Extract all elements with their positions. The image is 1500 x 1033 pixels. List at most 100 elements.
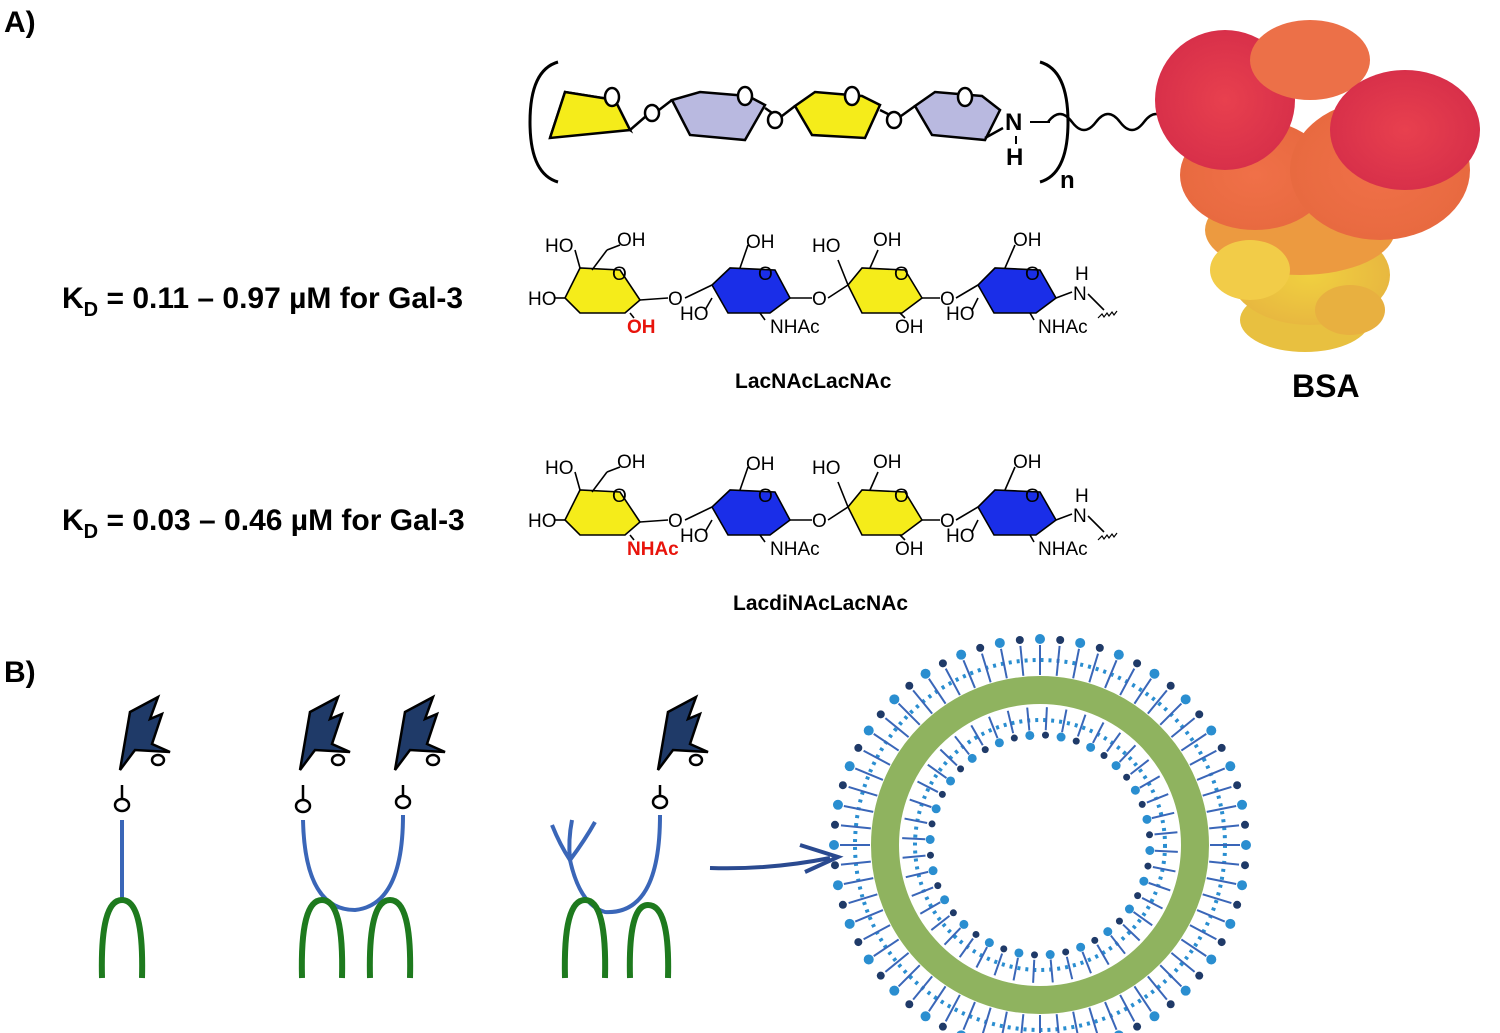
svg-text:N: N: [1073, 506, 1087, 527]
inner-lipid-stalk: [911, 886, 934, 897]
inner-lipid-stalk: [1129, 759, 1150, 775]
inner-lipid-stalk: [909, 798, 932, 809]
outer-lipid-stalk: [1170, 952, 1196, 973]
outer-lipid-stalk: [1055, 1014, 1060, 1033]
inner-lipid-stalk: [1061, 709, 1068, 733]
inner-lipid-stalk: [1139, 775, 1161, 789]
inner-head-group: [957, 765, 965, 773]
bsa-protein: [1155, 20, 1480, 352]
outer-head-group: [1095, 643, 1104, 652]
outer-lipid-stalk: [1104, 1001, 1118, 1031]
outer-lipid-stalk: [1020, 1014, 1025, 1033]
outer-lipid-stalk: [1206, 805, 1237, 813]
outer-lipid-stalk: [1159, 964, 1183, 988]
inner-head-group: [938, 790, 946, 798]
outer-head-group: [1241, 861, 1250, 870]
outer-head-group: [905, 681, 914, 690]
compound-1-name: LacNAcLacNAc: [735, 370, 892, 393]
inner-lipid-stalk: [1092, 722, 1105, 744]
inner-head-group: [1025, 730, 1035, 740]
glcnac-ring-1: [670, 85, 767, 142]
inner-lipid-stalk: [1146, 793, 1169, 804]
inner-head-group: [949, 909, 957, 917]
inner-lipid-stalk: [1026, 707, 1031, 731]
outer-lipid-stalk: [1088, 653, 1100, 683]
outer-lipid-stalk: [884, 717, 910, 738]
outer-head-group: [1241, 840, 1251, 850]
inner-head-group: [1144, 862, 1152, 870]
lacnaclacnac-structure: O HO OH HO OH O O OH HO NHAc O O HO OH O…: [528, 230, 1118, 338]
bsa-label: BSA: [1292, 368, 1360, 404]
inner-head-group: [984, 938, 994, 948]
svg-text:HO: HO: [680, 304, 709, 325]
outer-head-group: [976, 643, 985, 652]
left-bracket: [528, 60, 559, 184]
svg-text:HO: HO: [812, 458, 841, 479]
outer-head-group: [1217, 743, 1226, 752]
outer-lipid-stalk: [962, 1001, 976, 1031]
inner-head-group: [1076, 942, 1086, 952]
outer-lipid-stalk: [863, 749, 891, 766]
svg-text:HO: HO: [545, 236, 574, 257]
svg-text:N: N: [1073, 284, 1087, 305]
outer-head-group: [1133, 659, 1142, 668]
inner-head-group: [1062, 948, 1070, 956]
outer-head-group: [1180, 985, 1191, 996]
outer-head-group: [994, 637, 1005, 648]
outer-head-group: [832, 880, 843, 891]
outer-head-group: [854, 743, 863, 752]
inner-head-group: [1146, 831, 1154, 839]
outer-lipid-stalk: [1019, 645, 1025, 676]
outer-head-group: [1217, 938, 1226, 947]
glycosidic-o-2: [766, 110, 784, 130]
outer-head-group: [1166, 1000, 1175, 1009]
outer-head-group: [1233, 781, 1242, 790]
inner-lipid-stalk: [919, 901, 941, 915]
outer-lipid-stalk: [873, 733, 900, 752]
inner-head-group: [1130, 785, 1140, 795]
inner-head-group: [1138, 800, 1146, 808]
inner-head-group: [1145, 845, 1155, 855]
outer-lipid-stalk: [928, 985, 947, 1012]
svg-text:OH: OH: [895, 539, 924, 560]
svg-text:O: O: [1025, 264, 1040, 285]
svg-text:O: O: [894, 486, 909, 507]
inner-head-group: [925, 835, 935, 845]
inner-lipid-stalk: [1152, 866, 1176, 873]
outer-head-group: [905, 1000, 914, 1009]
inner-lipid-stalk: [1081, 951, 1092, 974]
svg-text:HO: HO: [812, 236, 841, 257]
inner-head-group: [981, 746, 989, 754]
outer-lipid-stalk: [1209, 824, 1240, 830]
outer-head-group: [838, 900, 847, 909]
outer-head-group: [1056, 635, 1065, 644]
outer-head-group: [854, 938, 863, 947]
outer-lipid-stalk: [944, 994, 961, 1022]
outer-lipid-stalk: [1001, 1011, 1008, 1033]
lacdinaclacnac-structure: O HO OH HO NHAc O O OH HO NHAc O O HO OH…: [528, 452, 1118, 560]
outer-head-group: [1149, 1011, 1160, 1022]
inner-lipid-stalk: [1118, 744, 1137, 763]
polymer-n: N: [1005, 109, 1022, 136]
wavy-linker: [1047, 112, 1169, 132]
svg-text:O: O: [812, 289, 827, 310]
outer-lipid-stalk: [863, 924, 891, 941]
outer-head-group: [1206, 725, 1217, 736]
outer-head-group: [920, 1011, 931, 1022]
outer-lipid-stalk: [897, 964, 921, 988]
inner-head-group: [926, 851, 934, 859]
svg-text:H: H: [1075, 486, 1089, 507]
outer-head-group: [956, 649, 967, 660]
svg-text:HO: HO: [946, 526, 975, 547]
svg-text:O: O: [940, 289, 955, 310]
panel-b-label: B): [4, 656, 36, 689]
inner-head-group: [1100, 752, 1108, 760]
divalent-lipid-construct: [294, 694, 446, 979]
outer-lipid-stalk: [1159, 702, 1183, 726]
inner-lipid-stalk: [1154, 831, 1178, 836]
inner-head-group: [928, 866, 938, 876]
inner-head-group: [1056, 732, 1066, 742]
inner-head-group: [1091, 936, 1099, 944]
inner-head-group: [1123, 773, 1131, 781]
svg-text:HO: HO: [545, 458, 574, 479]
